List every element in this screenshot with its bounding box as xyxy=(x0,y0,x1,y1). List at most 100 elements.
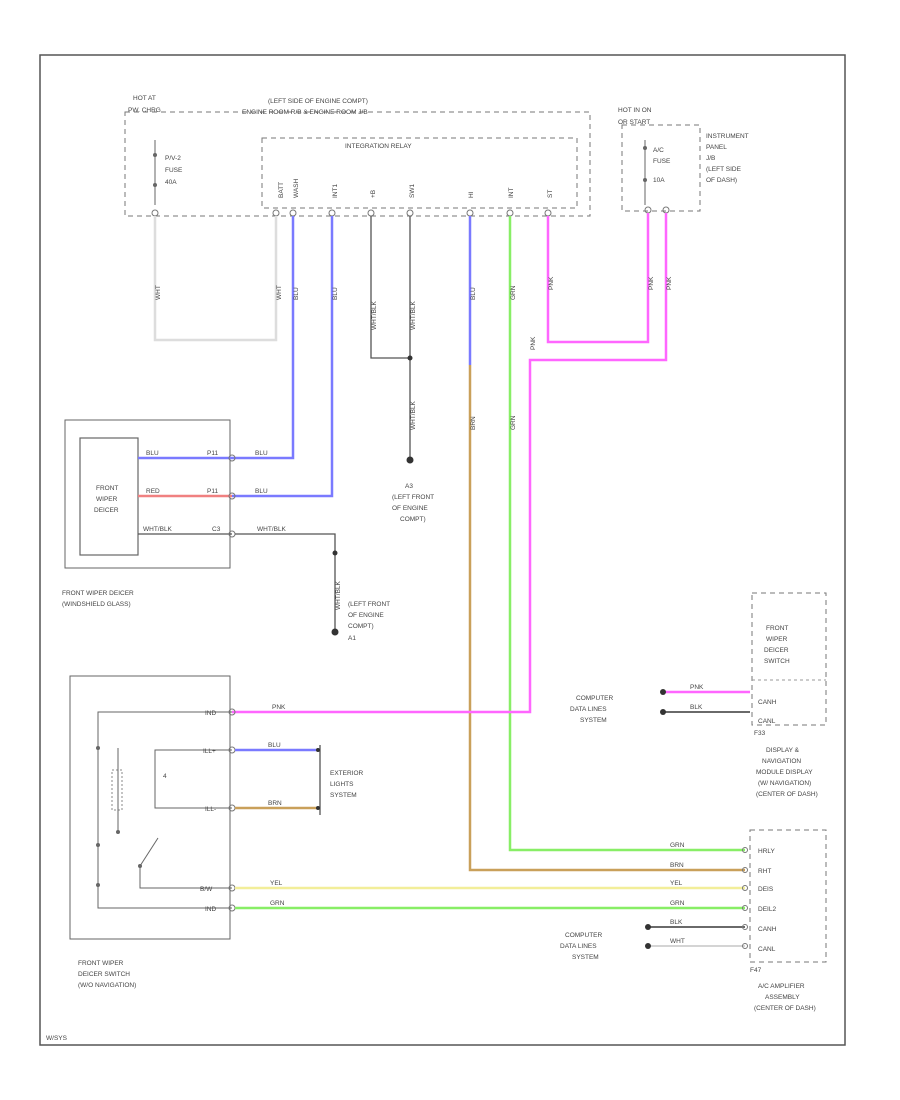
relay-terminals xyxy=(151,209,552,217)
switch-pin-3: B/W xyxy=(200,886,213,893)
display-cds-label-2: DATA LINES xyxy=(570,706,607,713)
deicer-pin-1: P11 xyxy=(207,450,218,457)
wire-label-whtblk-3: WHT/BLK xyxy=(410,400,417,430)
ext-lights-dot-1 xyxy=(316,748,320,752)
amp-caption-3: (CENTER OF DASH) xyxy=(754,1005,816,1012)
wire-label-brn-1: BRN xyxy=(470,416,477,430)
amp-caption-2: ASSEMBLY xyxy=(765,994,800,1001)
switch-node-1 xyxy=(96,746,100,750)
switch-contact-arm xyxy=(139,837,159,867)
deicer-wire-label-1: BLU xyxy=(146,450,159,457)
display-caption-1: DISPLAY & xyxy=(766,747,800,754)
or-start-label: OR START xyxy=(618,119,650,126)
switch-wire-blu-label: BLU xyxy=(268,742,281,749)
relay-pin-7: ST xyxy=(547,190,554,198)
fuse-left-name: P/V-2 xyxy=(165,155,181,162)
switch-node-3 xyxy=(96,843,100,847)
deicer-connectors xyxy=(228,454,236,538)
relay-pin-5: HI xyxy=(468,191,475,198)
amp-pin-4: CANH xyxy=(758,926,777,933)
ip-jb-label-5: OF DASH) xyxy=(706,177,737,184)
wire-wht-fuse-loop xyxy=(153,216,278,342)
ip-jb-label-2: PANEL xyxy=(706,144,727,151)
fuse-left-node-top xyxy=(153,153,157,157)
amp-pin-3: DEIL2 xyxy=(758,906,776,913)
switch-caption-1: FRONT WIPER xyxy=(78,960,124,967)
deicer-pin-2: P11 xyxy=(207,488,218,495)
fuse-left-amps: 40A xyxy=(165,179,177,186)
relay-pin-6: INT xyxy=(508,188,515,199)
deicer-title-2: WIPER xyxy=(96,496,118,503)
instrument-panel-jb-box xyxy=(621,124,701,212)
ground-a3-name: A3 xyxy=(405,483,413,490)
wire-pnk-st xyxy=(546,213,650,344)
switch-pin-2: ILL- xyxy=(205,806,216,813)
relay-pin-2: INT1 xyxy=(332,184,339,198)
amp-wire-label-brn: BRN xyxy=(670,862,684,869)
display-switch-label-1: FRONT xyxy=(766,625,788,632)
deicer-right-label-3: WHT/BLK xyxy=(257,526,287,533)
wire-label-blu-2: BLU xyxy=(332,287,339,300)
wire-label-wht-2: WHT xyxy=(276,285,283,300)
display-connector: F33 xyxy=(754,730,766,737)
wire-label-pnk-1: PNK xyxy=(548,276,555,290)
hot-at-label-2: PW. CHRG xyxy=(128,107,161,114)
wire-whtblk-relay-1 xyxy=(370,216,410,359)
amp-wire-label-grn2: GRN xyxy=(670,900,685,907)
wire-blu-1 xyxy=(232,216,295,460)
amp-connector: F47 xyxy=(750,967,762,974)
relay-pin-1: WASH xyxy=(293,178,300,198)
amp-pin-5: CANL xyxy=(758,946,776,953)
relay-pin-labels: BATT WASH INT1 +B SW1 HI INT ST xyxy=(278,178,554,198)
hot-in-on-label: HOT IN ON xyxy=(618,107,652,114)
amp-pin-1: RHT xyxy=(758,868,771,875)
switch-contact-node xyxy=(138,864,142,868)
fuse-right-fuse: FUSE xyxy=(653,158,671,165)
amp-wire-label-wht: WHT xyxy=(670,938,685,945)
amp-pin-2: DEIS xyxy=(758,886,774,893)
wire-label-pnk-4: PNK xyxy=(530,336,537,350)
wire-label-yel-1: YEL xyxy=(270,880,283,887)
wire-label-whtblk-a1: WHT/BLK xyxy=(335,580,342,610)
display-caption-5: (CENTER OF DASH) xyxy=(756,791,818,798)
display-caption-3: MODULE DISPLAY xyxy=(756,769,813,776)
ip-jb-label-3: J/B xyxy=(706,155,715,162)
display-cds-label-1: COMPUTER xyxy=(576,695,614,702)
display-caption-4: (W/ NAVIGATION) xyxy=(758,780,811,787)
ground-a1-loc-2: OF ENGINE xyxy=(348,612,384,619)
display-switch-label-3: DEICER xyxy=(764,647,789,654)
wire-label-pnk-2: PNK xyxy=(648,276,655,290)
fuse-right-amps: 10A xyxy=(653,177,665,184)
ip-jb-terminal-1 xyxy=(644,206,652,214)
display-pin-canh: CANH xyxy=(758,699,777,706)
switch-node-4 xyxy=(96,883,100,887)
switch-wire-brn-label: BRN xyxy=(268,800,282,807)
wire-label-blu-1: BLU xyxy=(293,287,300,300)
amp-cds-dot-1 xyxy=(645,924,651,930)
switch-caption-2: DEICER SWITCH xyxy=(78,971,130,978)
deicer-right-label-1: BLU xyxy=(255,450,268,457)
wire-grn-int xyxy=(508,216,745,852)
deicer-caption-2: (WINDSHIELD GLASS) xyxy=(62,601,131,608)
integration-relay-label: INTEGRATION RELAY xyxy=(345,143,412,150)
deicer-caption-1: FRONT WIPER DEICER xyxy=(62,590,134,597)
ext-lights-label-1: EXTERIOR xyxy=(330,770,364,777)
deicer-wire-label-3: WHT/BLK xyxy=(143,526,173,533)
relay-pin-0: BATT xyxy=(278,182,285,198)
deicer-pin-3: C3 xyxy=(212,526,221,533)
diagram-frame xyxy=(39,54,846,1046)
display-pin-canl: CANL xyxy=(758,718,776,725)
switch-ill-loop xyxy=(154,749,232,809)
switch-contact-line xyxy=(139,866,232,889)
ip-jb-terminal-2 xyxy=(662,206,670,214)
deicer-right-label-2: BLU xyxy=(255,488,268,495)
left-side-engine-label: (LEFT SIDE OF ENGINE COMPT) xyxy=(268,98,368,105)
switch-ill-label: 4 xyxy=(163,773,167,780)
ground-a1-splice xyxy=(332,550,338,556)
switch-pin-1: ILL+ xyxy=(203,748,216,755)
relay-pin-4: SW1 xyxy=(409,184,416,198)
amp-cds-label-3: SYSTEM xyxy=(572,954,599,961)
fuse-left-node-bot xyxy=(153,183,157,187)
amp-wire-label-blk: BLK xyxy=(670,919,683,926)
